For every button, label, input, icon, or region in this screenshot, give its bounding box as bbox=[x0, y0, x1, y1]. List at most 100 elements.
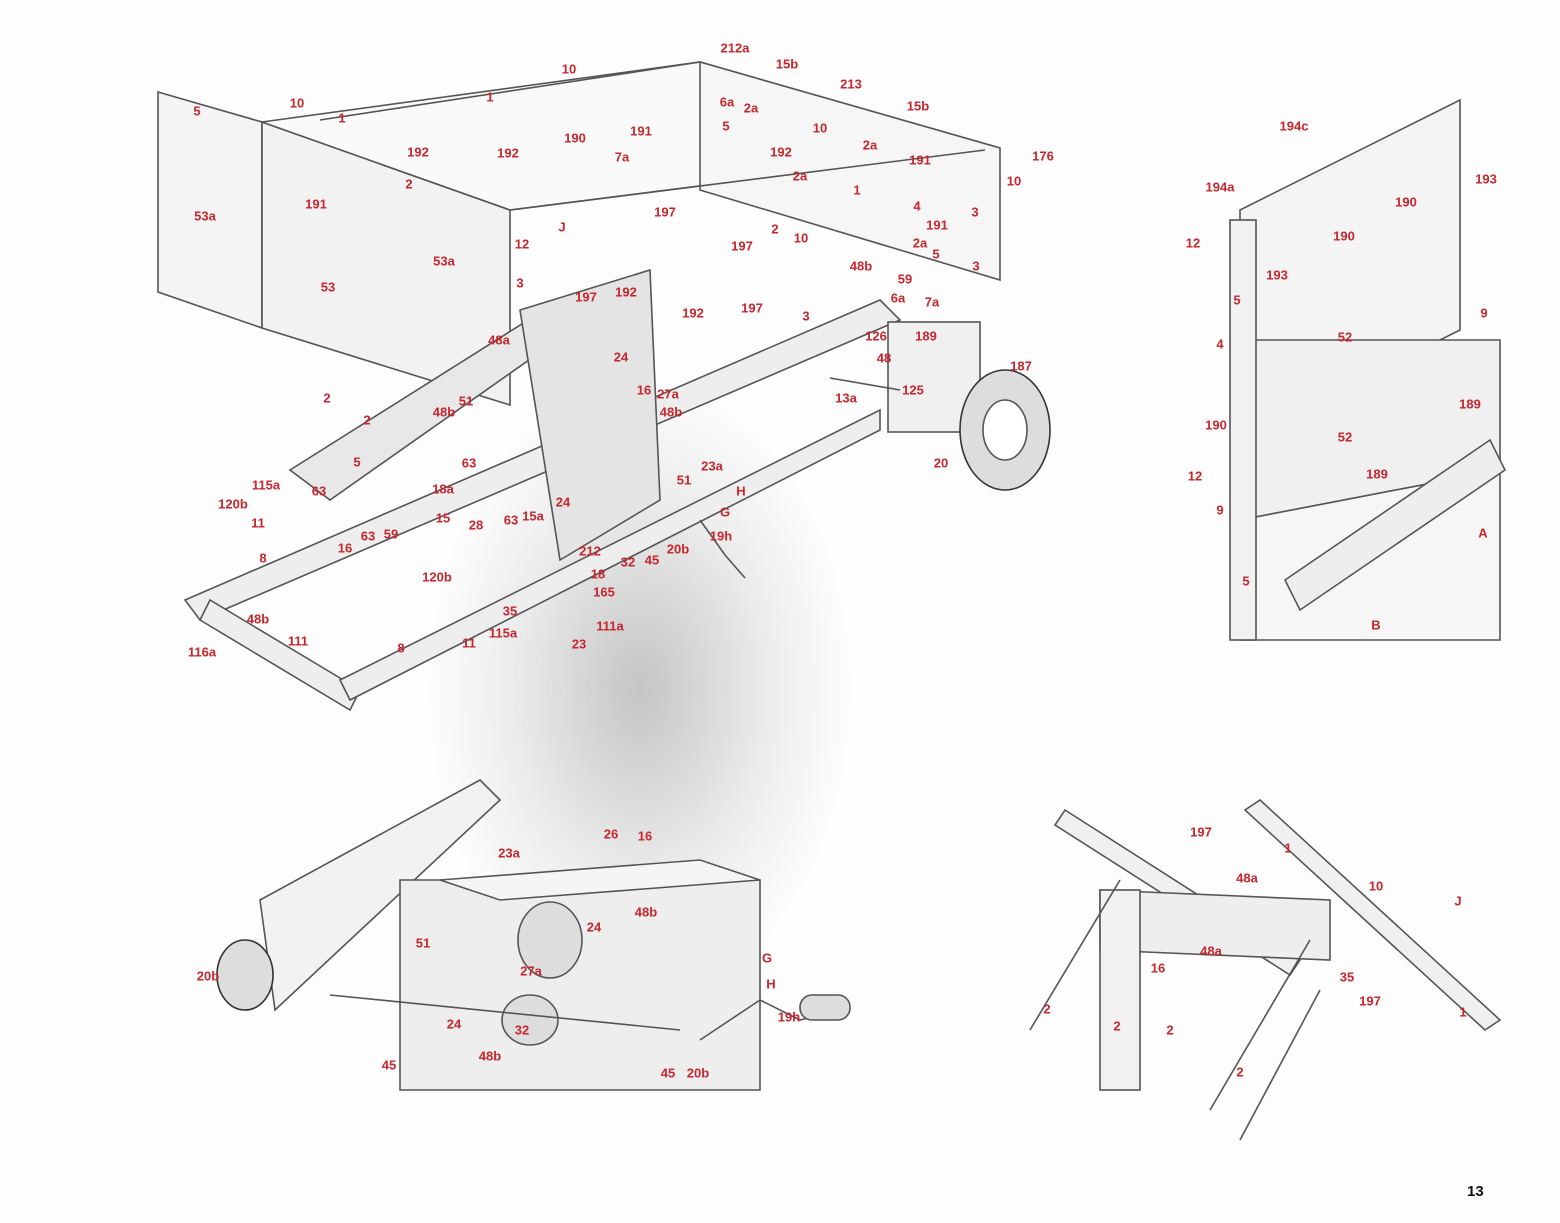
pivot-detail-part-label: 1 bbox=[1459, 1004, 1467, 1020]
main-diagram-part-label: 191 bbox=[926, 217, 948, 233]
main-diagram-part-label: 18 bbox=[590, 566, 606, 582]
main-diagram-part-label: 48a bbox=[488, 332, 510, 348]
main-diagram-part-label: 48b bbox=[432, 404, 456, 420]
pivot-detail-part-label: 197 bbox=[1359, 993, 1381, 1009]
main-diagram-part-label: 6a bbox=[890, 290, 906, 306]
main-diagram-part-label: 11 bbox=[462, 635, 476, 651]
pivot-detail-part-label: 48a bbox=[1200, 943, 1222, 959]
main-diagram-part-label: 7a bbox=[924, 294, 940, 310]
side-diagram-part-label: 12 bbox=[1187, 468, 1203, 484]
main-diagram-part-label: G bbox=[719, 504, 731, 520]
main-diagram-part-label: 10 bbox=[289, 95, 305, 111]
main-diagram-part-label: 20b bbox=[666, 541, 690, 557]
main-diagram-part-label: 48b bbox=[849, 258, 873, 274]
pivot-detail-part-label: 1 bbox=[1284, 840, 1292, 856]
main-diagram-part-label: 5 bbox=[353, 454, 361, 470]
pivot-detail-part-label: 2 bbox=[1236, 1064, 1244, 1080]
gearbox-detail-part-label: G bbox=[761, 950, 773, 966]
main-diagram-part-label: J bbox=[558, 219, 566, 235]
side-diagram-part-label: A bbox=[1478, 525, 1488, 541]
side-panel-drawing bbox=[1229, 98, 1507, 641]
side-diagram-part-label: B bbox=[1371, 617, 1381, 633]
main-diagram-part-label: 111a bbox=[596, 618, 624, 634]
gearbox-detail-part-label: 45 bbox=[381, 1057, 397, 1073]
main-diagram-part-label: 59 bbox=[897, 271, 913, 287]
main-diagram-part-label: 8 bbox=[397, 640, 405, 656]
main-diagram-part-label: 192 bbox=[770, 144, 792, 160]
gearbox-detail-part-label: 16 bbox=[637, 828, 653, 844]
main-diagram-part-label: 191 bbox=[305, 196, 327, 212]
main-diagram-part-label: 1 bbox=[853, 182, 861, 198]
main-diagram-part-label: 20 bbox=[933, 455, 949, 471]
main-diagram-part-label: 10 bbox=[793, 230, 809, 246]
main-diagram-part-label: 23 bbox=[571, 636, 587, 652]
main-diagram-part-label: 192 bbox=[497, 145, 519, 161]
pivot-detail-part-label: 48a bbox=[1236, 870, 1258, 886]
main-diagram-part-label: 24 bbox=[555, 494, 571, 510]
gearbox-detail-part-label: 24 bbox=[586, 919, 602, 935]
gearbox-detail-part-label: 45 bbox=[660, 1065, 676, 1081]
pivot-detail-part-label: 2 bbox=[1166, 1022, 1174, 1038]
main-diagram-part-label: 27a bbox=[657, 386, 679, 402]
pivot-detail-part-label: 197 bbox=[1190, 824, 1212, 840]
main-diagram-part-label: 48 bbox=[876, 350, 892, 366]
pivot-detail-part-label: 2 bbox=[1113, 1018, 1121, 1034]
main-diagram-part-label: 192 bbox=[682, 305, 704, 321]
main-diagram-part-label: 24 bbox=[613, 349, 629, 365]
pivot-detail-part-label: 16 bbox=[1150, 960, 1166, 976]
gearbox-detail-part-label: 23a bbox=[498, 845, 520, 861]
side-diagram-part-label: 190 bbox=[1333, 228, 1355, 244]
main-diagram-part-label: 16 bbox=[636, 382, 652, 398]
gearbox-detail-drawing bbox=[216, 779, 851, 1091]
side-diagram-part-label: 193 bbox=[1475, 171, 1497, 187]
main-diagram-part-label: H bbox=[736, 483, 746, 499]
page-number: 13 bbox=[1467, 1183, 1484, 1200]
main-diagram-part-label: 28 bbox=[468, 517, 484, 533]
side-diagram-part-label: 52 bbox=[1337, 329, 1353, 345]
main-diagram-part-label: 3 bbox=[516, 275, 524, 291]
main-diagram-part-label: 197 bbox=[741, 300, 763, 316]
gearbox-detail-part-label: 27a bbox=[520, 963, 542, 979]
main-diagram-part-label: 2 bbox=[405, 176, 413, 192]
main-diagram-part-label: 5 bbox=[193, 103, 201, 119]
gearbox-detail-part-label: 48b bbox=[634, 904, 658, 920]
side-diagram-part-label: 194c bbox=[1279, 118, 1309, 134]
side-diagram-part-label: 193 bbox=[1266, 267, 1288, 283]
main-diagram-part-label: 120b bbox=[218, 496, 248, 512]
main-diagram-part-label: 120b bbox=[422, 569, 452, 585]
main-diagram-part-label: 3 bbox=[802, 308, 810, 324]
side-diagram-part-label: 194a bbox=[1205, 179, 1235, 195]
main-diagram-part-label: 18a bbox=[432, 481, 454, 497]
side-diagram-part-label: 9 bbox=[1480, 305, 1488, 321]
side-diagram-part-label: 9 bbox=[1216, 502, 1224, 518]
main-diagram-part-label: 187 bbox=[1010, 358, 1032, 374]
main-diagram-part-label: 111 bbox=[287, 633, 309, 649]
side-diagram-part-label: 189 bbox=[1459, 396, 1481, 412]
main-diagram-part-label: 192 bbox=[407, 144, 429, 160]
main-diagram-part-label: 212a bbox=[720, 40, 750, 56]
main-diagram-part-label: 2a bbox=[743, 100, 759, 116]
main-diagram-part-label: 51 bbox=[676, 472, 692, 488]
main-diagram-part-label: 2 bbox=[771, 221, 779, 237]
gearbox-detail-part-label: 48b bbox=[478, 1048, 502, 1064]
main-diagram-part-label: 63 bbox=[311, 483, 327, 499]
main-diagram-part-label: 5 bbox=[932, 246, 940, 262]
main-diagram-part-label: 125 bbox=[902, 382, 924, 398]
main-diagram-part-label: 5 bbox=[722, 118, 730, 134]
main-diagram-part-label: 19h bbox=[709, 528, 733, 544]
main-diagram-part-label: 191 bbox=[909, 152, 931, 168]
pivot-detail-part-label: 35 bbox=[1339, 969, 1355, 985]
main-diagram-part-label: 176 bbox=[1032, 148, 1054, 164]
side-diagram-part-label: 5 bbox=[1242, 573, 1250, 589]
main-diagram-part-label: 2a bbox=[792, 168, 808, 184]
trailer-body-drawing bbox=[157, 60, 1051, 712]
main-diagram-part-label: 165 bbox=[593, 584, 615, 600]
pivot-detail-drawing bbox=[1029, 798, 1502, 1141]
main-diagram-part-label: 6a bbox=[719, 94, 735, 110]
main-diagram-part-label: 53a bbox=[433, 253, 455, 269]
main-diagram-part-label: 2a bbox=[862, 137, 878, 153]
side-diagram-part-label: 190 bbox=[1395, 194, 1417, 210]
gearbox-detail-part-label: 24 bbox=[446, 1016, 462, 1032]
gearbox-detail-part-label: 26 bbox=[603, 826, 619, 842]
